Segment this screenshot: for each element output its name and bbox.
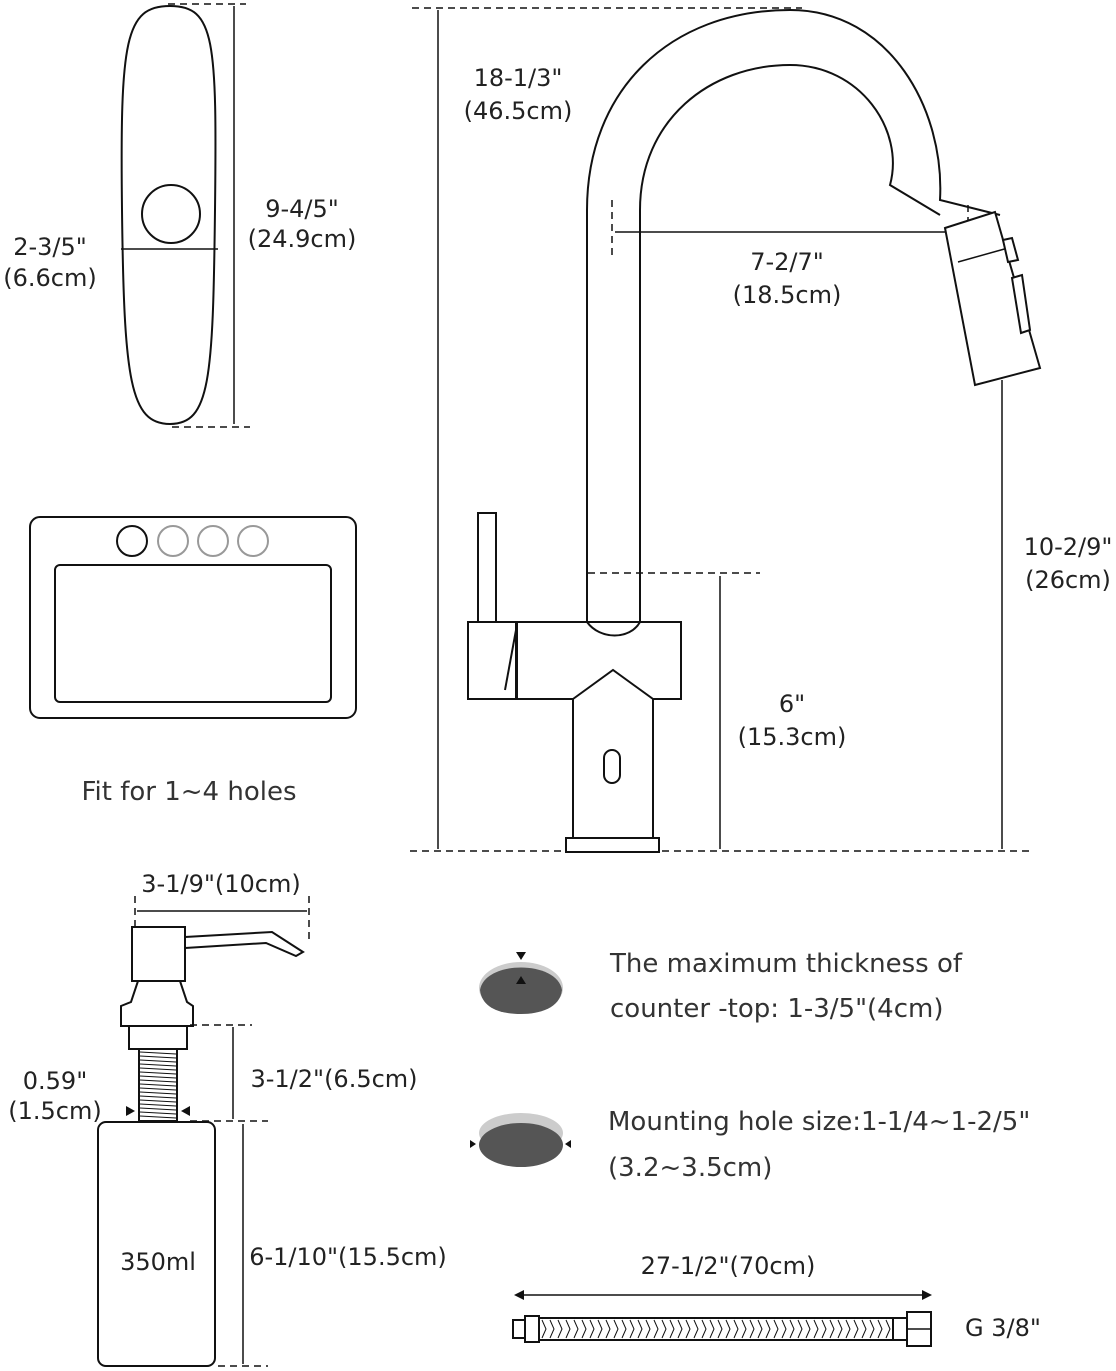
handle-height-label: 6" [779,690,805,718]
hose-length-label: 27-1/2"(70cm) [641,1252,816,1280]
hose-thread-label: G 3/8" [965,1314,1041,1342]
counter-top-note-line2: counter -top: 1-3/5"(4cm) [610,994,944,1024]
deck-plate-width-label: 2-3/5" [13,233,87,261]
soap-dispenser-drawing [97,896,310,1367]
bottle-volume-label: 350ml [120,1248,196,1276]
countertop-thickness-icon [479,952,563,1014]
handle-height-cm-label: (15.3cm) [738,723,847,751]
faucet-height-cm-label: (46.5cm) [464,97,573,125]
deck-plate-width-cm-label: (6.6cm) [3,264,96,292]
mounting-hole-note-line2: (3.2~3.5cm) [608,1153,772,1183]
faucet-drawing [410,7,1042,853]
deck-plate-length-label: 9-4/5" [265,195,339,223]
deck-plate-length-cm-label: (24.9cm) [248,225,357,253]
shank-diameter-cm-label: (1.5cm) [8,1097,101,1125]
spout-height-label: 10-2/9" [1024,533,1113,561]
mounting-hole-note-line1: Mounting hole size:1-1/4~1-2/5" [608,1107,1030,1137]
bottle-height-label: 6-1/10"(15.5cm) [249,1243,447,1271]
mounting-hole-icon [470,1113,571,1167]
faucet-reach-cm-label: (18.5cm) [733,281,842,309]
faucet-reach-label: 7-2/7" [750,248,824,276]
spout-height-cm-label: (26cm) [1025,566,1111,594]
sink-caption: Fit for 1~4 holes [81,777,296,807]
shank-length-label: 3-1/2"(6.5cm) [250,1065,417,1093]
shank-diameter-label: 0.59" [23,1067,87,1095]
deck-plate-drawing [120,3,250,428]
counter-top-note-line1: The maximum thickness of [609,949,963,979]
faucet-height-label: 18-1/3" [474,64,563,92]
braided-hose-drawing [512,1290,932,1347]
sink-drawing [29,516,357,719]
pump-width-label: 3-1/9"(10cm) [141,870,300,898]
